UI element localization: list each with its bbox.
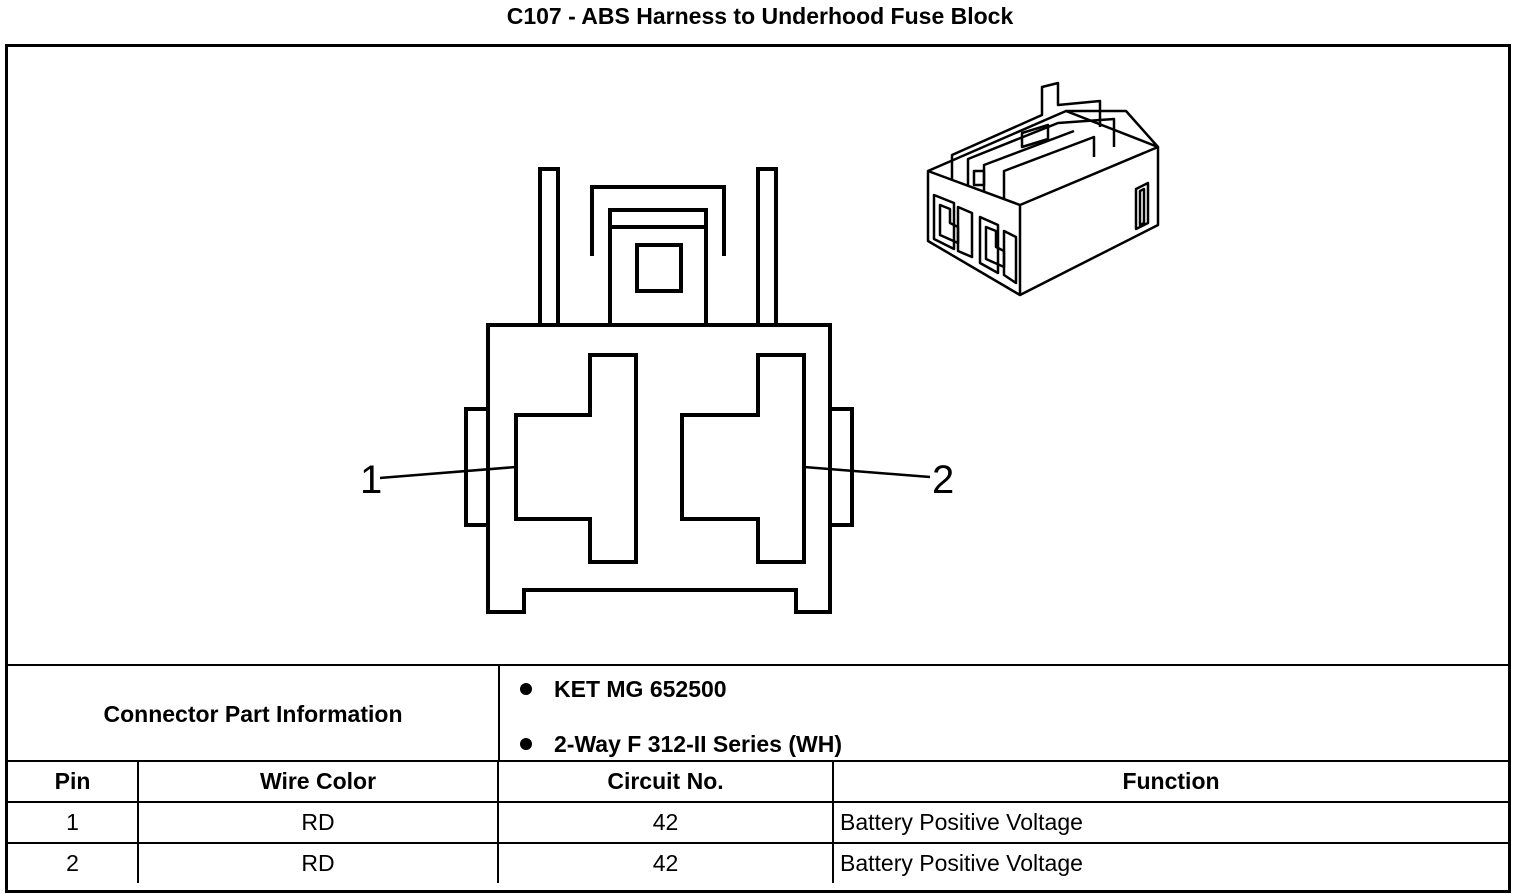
column-header-pin: Pin (8, 760, 139, 803)
pin-table: Pin Wire Color Circuit No. Function 1 RD… (8, 760, 1508, 883)
connector-frame: 1 2 (5, 44, 1511, 893)
part-info-item: KET MG 652500 (520, 675, 727, 703)
connector-isometric-icon (926, 81, 1160, 297)
page-title: C107 - ABS Harness to Underhood Fuse Blo… (506, 3, 1014, 29)
connector-face (464, 167, 854, 614)
pin-1-label: 1 (360, 458, 382, 502)
cell-function: Battery Positive Voltage (832, 801, 1508, 844)
cell-circuit-no: 42 (497, 801, 834, 844)
table-row: 1 RD 42 Battery Positive Voltage (8, 801, 1508, 844)
cell-wire-color: RD (137, 801, 499, 844)
bullet-icon (520, 738, 532, 750)
column-header-circuit-no: Circuit No. (497, 760, 834, 803)
connector-diagram: 1 2 (360, 81, 1160, 614)
cell-circuit-no: 42 (497, 842, 834, 883)
part-info-item: 2-Way F 312-II Series (WH) (520, 730, 842, 758)
part-info-label: Connector Part Information (8, 666, 500, 762)
part-info-text: 2-Way F 312-II Series (WH) (554, 731, 843, 757)
column-header-function: Function (832, 760, 1508, 803)
connector-part-info: Connector Part Information KET MG 652500… (8, 664, 1508, 762)
cell-pin: 2 (8, 842, 139, 883)
part-info-text: KET MG 652500 (554, 676, 727, 702)
table-header-row: Pin Wire Color Circuit No. Function (8, 760, 1508, 803)
cell-function: Battery Positive Voltage (832, 842, 1508, 883)
pin-2-label: 2 (932, 458, 954, 502)
pin-1-leader (379, 465, 517, 480)
cell-pin: 1 (8, 801, 139, 844)
part-info-list: KET MG 652500 2-Way F 312-II Series (WH) (500, 666, 1500, 762)
cell-wire-color: RD (137, 842, 499, 883)
bullet-icon (520, 683, 532, 695)
pin-2-leader (803, 465, 931, 479)
table-row: 2 RD 42 Battery Positive Voltage (8, 842, 1508, 883)
column-header-wire-color: Wire Color (137, 760, 499, 803)
